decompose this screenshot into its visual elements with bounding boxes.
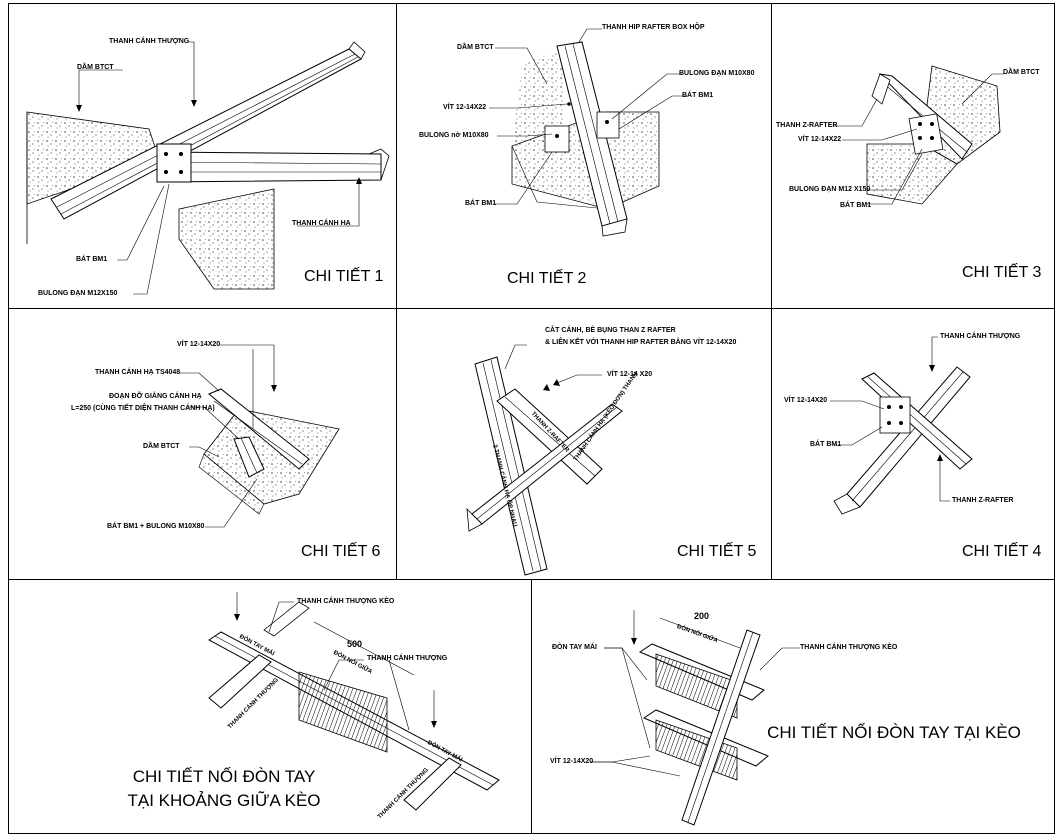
label-hip-rafter: THANH HIP RAFTER BOX HỘP [602,24,705,31]
detail-title: CHI TIẾT 4 [962,543,1042,560]
detail-title: CHI TIẾT 1 [304,268,384,285]
label-z-rafter: THANH Z-RAFTER [952,497,1014,504]
label-bracket-left: BÁT BM1 [465,200,497,207]
drawing-purlin-splice-mid [208,592,500,811]
label-note-line-2: & LIÊN KẾT VỚI THANH HIP RAFTER BẰNG VÍT… [545,339,737,346]
panel-detail-2: THANH HIP RAFTER BOX HỘP DẦM BTCT BULONG… [396,3,772,309]
label-rc-beam: DẦM BTCT [457,44,494,51]
drawing-detail-6 [179,344,340,528]
label-bolt: BULONG ĐẠN M12X150 [38,290,118,297]
label-screw: VÍT 12-14X20 [550,758,594,765]
label-note-line-1: CẮT CÁNH, BẺ BỤNG THAN Z RAFTER [545,327,676,334]
label-bracket: BÁT BM1 [810,441,842,448]
label-dimension: 200 [694,611,710,621]
label-screw: VÍT 12-14X22 [798,136,842,143]
label-screw: VÍT 12-14X20 [177,341,221,348]
label-bracket: BÁT BM1 [840,202,872,209]
title-line-2: TẠI KHOẢNG GIỮA KÈO [127,791,321,810]
drawing-purlin-splice-truss [590,610,800,826]
drawing-detail-1 [26,41,390,295]
label-purlin: ĐÒN TAY MÁI [552,644,597,651]
detail-title: CHI TIẾT NỐI ĐÒN TAY TẠI KÈO [767,723,1021,742]
panel-detail-6: VÍT 12-14X20 THANH CÁNH HẠ TS4048 ĐOẠN Đ… [8,308,397,580]
panel-detail-1: THANH CÁNH THƯỢNG DẦM BTCT THANH CÁNH HẠ… [8,3,397,309]
panel-detail-5: CẮT CÁNH, BẺ BỤNG THAN Z RAFTER & LIÊN K… [396,308,772,580]
label-brace-line-2: L=250 (CÙNG TIẾT DIỆN THANH CÁNH HẠ) [71,405,215,412]
label-upper-chord: THANH CÁNH THƯỢNG [109,38,190,45]
detail-title: CHI TIẾT 3 [962,264,1042,281]
panel-detail-3: DẦM BTCT THANH Z-RAFTER VÍT 12-14X22 BUL… [771,3,1055,309]
label-brace-line-1: ĐOẠN ĐỠ GIẰNG CÁNH HẠ [109,393,202,400]
label-bolt-m10: BULONG ĐẠN M10X80 [679,70,755,77]
label-screw: VÍT 12-14X20 [784,397,828,404]
label-z-rafter: THANH Z-RAFTER [776,122,838,129]
panel-purlin-splice-truss: 200 ĐÒN NỐI GIỮA ĐÒN TAY MÁI THANH CÁNH … [531,579,1055,834]
label-bracket-right: BÁT BM1 [682,92,714,99]
detail-title: CHI TIẾT 6 [301,543,381,560]
drawing-detail-4 [830,336,973,515]
label-rc-beam: DẦM BTCT [1003,69,1040,76]
title-line-1: CHI TIẾT NỐI ĐÒN TAY [132,767,316,786]
label-lower-chord: THANH CÁNH HẠ [292,220,351,227]
label-bolt: BULONG ĐẠN M12 X150 [789,186,871,193]
label-rc-beam: DẦM BTCT [77,64,114,71]
label-upper-truss-chord: THANH CÁNH THƯỢNG KÈO [800,644,898,651]
label-upper-chord: THANH CÁNH THƯỢNG [367,655,448,662]
drawing-detail-2 [489,28,687,237]
label-upper-chord: THANH CÁNH THƯỢNG [940,333,1021,340]
label-bracket-bolt: BÁT BM1 + BULONG M10X80 [107,523,205,530]
label-rc-beam: DẦM BTCT [143,443,180,450]
label-lower-chord: THANH CÁNH HẠ TS4048 [95,369,181,376]
panel-detail-4: THANH CÁNH THƯỢNG VÍT 12-14X20 BÁT BM1 T… [771,308,1055,580]
label-anchor-bolt: BULONG nở M10X80 [419,132,489,139]
label-dimension: 500 [347,639,363,649]
drawing-detail-3 [834,65,1004,205]
label-bracket: BÁT BM1 [76,256,108,263]
detail-title: CHI TIẾT 5 [677,543,757,560]
detail-title: CHI TIẾT 2 [507,270,587,287]
label-screw: VÍT 12-14 X20 [607,371,653,378]
label-upper-truss-chord: THANH CÁNH THƯỢNG KÈO [297,598,395,605]
label-screw: VÍT 12-14X22 [443,104,487,111]
panel-purlin-splice-mid: THANH CÁNH THƯỢNG KÈO 500 ĐÒN NỐI GIỮA T… [8,579,532,834]
drawing-detail-5 [466,344,623,576]
